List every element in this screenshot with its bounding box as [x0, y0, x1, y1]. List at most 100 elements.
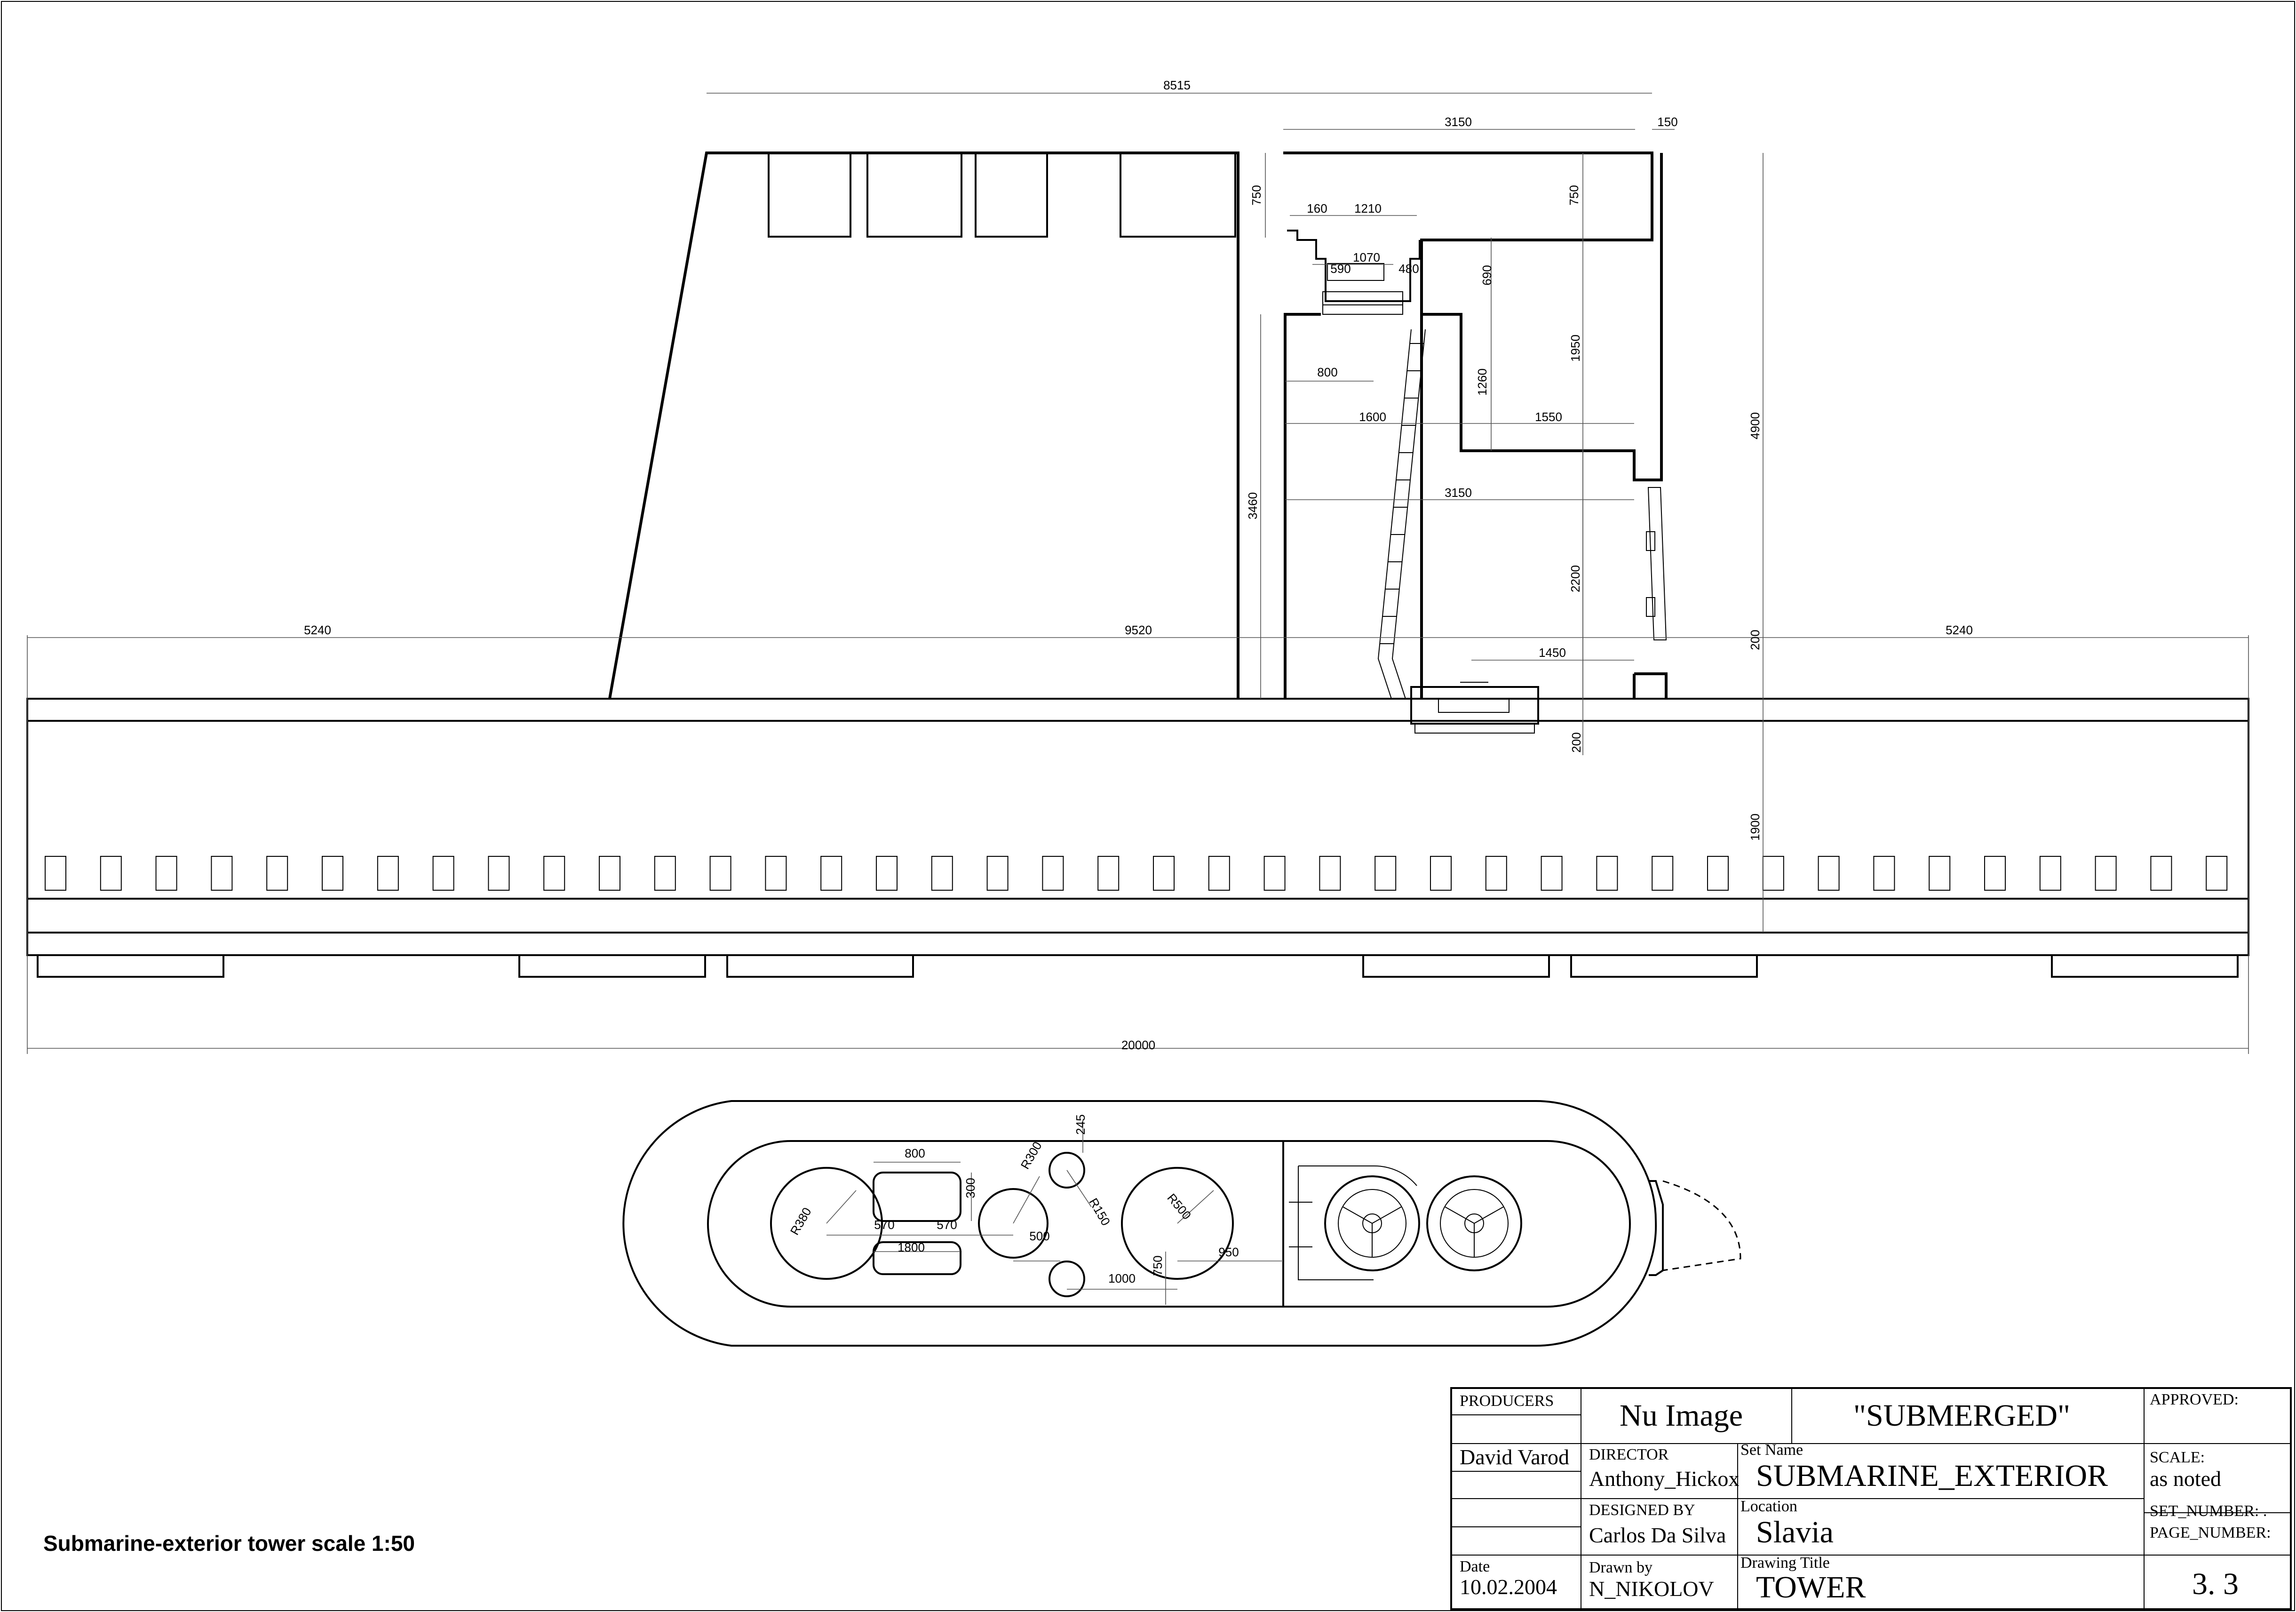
elevation-dimension-label: 750 — [1249, 185, 1263, 205]
hull-window — [2206, 856, 2228, 891]
hull-window — [1263, 856, 1286, 891]
tb-scale-value: as noted — [2150, 1467, 2221, 1491]
aft-door-profile — [1647, 487, 1667, 640]
hull-window — [709, 856, 731, 891]
ladder-rungs — [1380, 343, 1424, 644]
hull-window — [599, 856, 620, 891]
tb-producer-company: Nu Image — [1620, 1398, 1743, 1433]
hull-window — [2039, 856, 2061, 891]
elevation-dimension-lines — [27, 93, 2249, 1054]
hull-window — [377, 856, 399, 891]
elevation-dimension-label: 1900 — [1748, 814, 1762, 841]
plan-dimension-label: 500 — [1029, 1229, 1049, 1243]
opening-slot-lower — [873, 1241, 961, 1275]
title-block: PRODUCERS Nu Image "SUBMERGED" APPROVED:… — [1450, 1387, 2292, 1610]
hull-window — [1541, 856, 1563, 891]
elevation-dimension-label: 1600 — [1359, 410, 1386, 424]
hull-skid — [37, 954, 224, 978]
tower-inner-well — [1284, 153, 1663, 699]
hull-window — [820, 856, 842, 891]
opening-r150-upper — [1049, 1152, 1085, 1189]
plan-dimension-label: 950 — [1218, 1245, 1239, 1259]
plan-dimension-label: 750 — [1151, 1255, 1165, 1276]
housing-4 — [1120, 152, 1236, 238]
hull-body — [26, 720, 2249, 956]
hull-skids — [37, 954, 2239, 978]
hull-window — [1374, 856, 1397, 891]
hull-window — [211, 856, 233, 891]
plan-dimension-label: R500 — [1164, 1191, 1194, 1222]
tb-set-name: SUBMARINE_EXTERIOR — [1756, 1459, 2108, 1493]
tb-drawing-title: TOWER — [1756, 1570, 1866, 1604]
plan-dimension-label: R150 — [1086, 1196, 1113, 1228]
plan-dimension-label: 1000 — [1108, 1271, 1136, 1285]
opening-slot-upper — [873, 1172, 961, 1222]
tb-page-number: 3. 3 — [2192, 1567, 2239, 1601]
hull-window — [488, 856, 510, 891]
hull-skid — [2051, 954, 2239, 978]
upper-hatch-cap — [1327, 263, 1384, 281]
tb-set-name-label: Set Name — [1740, 1441, 1803, 1459]
plan-dimension-label: 245 — [1073, 1114, 1088, 1134]
tb-approved-label: APPROVED: — [2150, 1391, 2239, 1408]
hull-window — [1153, 856, 1175, 891]
elevation-dimension-label: 1260 — [1475, 368, 1489, 396]
hull-window — [1042, 856, 1064, 891]
tb-producers-label: PRODUCERS — [1460, 1392, 1554, 1410]
tb-location-label: Location — [1740, 1498, 1797, 1515]
hull-skid — [1362, 954, 1550, 978]
hull-window — [45, 856, 66, 891]
tb-page-number-label: PAGE_NUMBER: — [2150, 1524, 2271, 1541]
hull-skid — [1570, 954, 1758, 978]
elevation-dimension-label: 1450 — [1539, 646, 1566, 660]
tb-director-label: DIRECTOR — [1589, 1446, 1669, 1463]
hull-window — [1652, 856, 1674, 891]
opening-r500 — [1121, 1167, 1234, 1280]
tower-aft-block — [1283, 152, 1653, 699]
hatch-wheel-2 — [1426, 1175, 1522, 1271]
housing-2 — [866, 152, 962, 238]
elevation-dimension-label: 9520 — [1125, 623, 1152, 637]
aft-door — [1649, 1180, 1664, 1276]
elevation-dimension-label: 800 — [1317, 365, 1337, 379]
tb-date-label: Date — [1460, 1558, 1490, 1575]
tb-director-name: Anthony_Hickox — [1589, 1467, 1739, 1491]
hull-skid — [726, 954, 914, 978]
tb-drawn-by-label: Drawn by — [1589, 1559, 1652, 1576]
hull-skid — [518, 954, 706, 978]
elevation-dimension-label: 480 — [1398, 262, 1419, 276]
hull-window — [1596, 856, 1618, 891]
elevation-dimension-label: 590 — [1330, 262, 1351, 276]
lower-hatch-body — [1410, 686, 1539, 725]
hull-window — [1097, 856, 1120, 891]
hull-window — [1208, 856, 1230, 891]
hull-window — [2095, 856, 2117, 891]
plan-dimension-label: 570 — [937, 1218, 957, 1232]
tb-designed-by-label: DESIGNED BY — [1589, 1501, 1695, 1519]
tb-date: 10.02.2004 — [1460, 1575, 1557, 1599]
elevation-dimension-label: 3150 — [1445, 486, 1472, 500]
hull-window — [1873, 856, 1895, 891]
elevation-dimension-label: 4900 — [1748, 412, 1762, 439]
elevation-dimension-label: 1550 — [1535, 410, 1562, 424]
hull-window — [100, 856, 122, 891]
tb-scale-label: SCALE: — [2150, 1449, 2205, 1466]
elevation-dimension-label: 3150 — [1445, 115, 1472, 129]
aft-door-hinge-2 — [1646, 597, 1655, 617]
hull-window — [654, 856, 676, 891]
tb-drawing-title-label: Drawing Title — [1740, 1554, 1830, 1572]
plan-outer-outline — [622, 1100, 1657, 1347]
elevation-dimension-label: 2200 — [1568, 565, 1582, 592]
plan-dimension-label: 800 — [905, 1146, 925, 1160]
hull-window — [266, 856, 288, 891]
hatch-wheel-1 — [1324, 1175, 1420, 1271]
elevation-dimension-label: 200 — [1569, 732, 1583, 752]
hull-window — [432, 856, 454, 891]
plan-dimension-label: R380 — [787, 1205, 814, 1237]
